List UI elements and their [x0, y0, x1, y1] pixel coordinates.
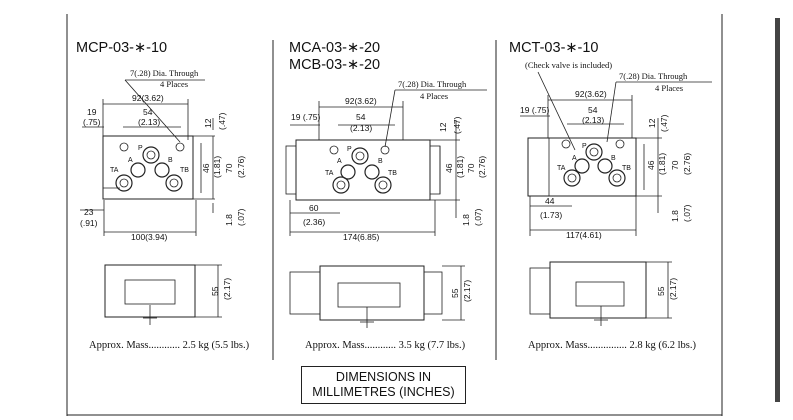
mct-note: (Check valve is included)	[525, 60, 612, 70]
mcp-dim-19-in: (.75)	[83, 117, 101, 127]
mct-hole-places: 4 Places	[655, 83, 683, 93]
mca-port-p: P	[347, 146, 352, 153]
mcp-hole-label: 7(.28) Dia. Through	[130, 68, 199, 78]
mca-port-a: A	[337, 158, 342, 165]
mcp-port-b: B	[168, 157, 173, 164]
mcp-mass: Approx. Mass............ 2.5 kg (5.5 lbs…	[89, 340, 250, 351]
mcp-dim-46: 46	[201, 163, 211, 173]
mca-port-ta: TA	[325, 170, 334, 177]
mcp-dim-54: 54	[143, 107, 153, 117]
mct-dim-44: 44	[545, 196, 555, 206]
panel-mct	[520, 71, 712, 326]
mca-dim-12-in: (.47)	[452, 116, 462, 134]
mca-mass: Approx. Mass............ 3.5 kg (7.7 lbs…	[305, 340, 466, 351]
mca-dim-54: 54	[356, 112, 366, 122]
units-box: DIMENSIONS IN MILLIMETRES (INCHES)	[301, 366, 466, 404]
mcp-dim-55: 55	[210, 286, 220, 296]
mca-dim-70-in: (2.76)	[477, 156, 487, 178]
units-line-1: DIMENSIONS IN	[335, 370, 432, 384]
mcp-dim-12: 12	[203, 118, 213, 128]
mcp-dim-70-in: (2.76)	[236, 156, 246, 178]
mct-dim-55-in: (2.17)	[668, 278, 678, 300]
mcp-dim-54-in: (2.13)	[138, 117, 160, 127]
mca-dim-18: 1.8	[461, 214, 471, 226]
mct-mass: Approx. Mass............... 2.8 kg (6.2 …	[528, 340, 696, 351]
mca-dim-18-in: (.07)	[473, 208, 483, 226]
mct-dim-54-in: (2.13)	[582, 115, 604, 125]
mcp-dim-70: 70	[224, 163, 234, 173]
mca-dim-55: 55	[450, 288, 460, 298]
mct-port-p: P	[582, 143, 587, 150]
mct-dim-12-in: (.47)	[659, 114, 669, 132]
mct-port-a: A	[572, 155, 577, 162]
mca-dim-46: 46	[444, 163, 454, 173]
mca-dim-92: 92(3.62)	[345, 96, 377, 106]
panel-mct-title: MCT-03-∗-10	[509, 40, 599, 56]
mct-port-b: B	[611, 155, 616, 162]
mcp-dim-46-in: (1.81)	[212, 156, 222, 178]
mct-port-tb: TB	[622, 165, 631, 172]
mca-hole-places: 4 Places	[420, 91, 448, 101]
side-strip	[775, 18, 780, 402]
mca-dim-70: 70	[466, 163, 476, 173]
panel-mca	[285, 89, 487, 328]
mct-port-ta: TA	[557, 165, 566, 172]
mcp-dim-23-in: (.91)	[80, 218, 98, 228]
panel-mca-text: 7(.28) Dia. Through 4 Places 92(3.62) 54…	[291, 79, 487, 302]
mcp-dim-12-in: (.47)	[217, 112, 227, 130]
mct-dim-18: 1.8	[670, 210, 680, 222]
mca-dim-overall: 174(6.85)	[343, 232, 380, 242]
mca-dim-54-in: (2.13)	[350, 123, 372, 133]
mcp-dim-19: 19	[87, 107, 97, 117]
panel-mcb-title: MCB-03-∗-20	[289, 57, 381, 73]
mcp-port-tb: TB	[180, 167, 189, 174]
mct-dim-54: 54	[588, 105, 598, 115]
mcp-port-a: A	[128, 157, 133, 164]
mca-port-tb: TB	[388, 170, 397, 177]
mcp-dim-23: 23	[84, 207, 94, 217]
mca-dim-55-in: (2.17)	[462, 280, 472, 302]
mca-dim-46-in: (1.81)	[455, 156, 465, 178]
mct-dim-70: 70	[670, 160, 680, 170]
mca-hole-label: 7(.28) Dia. Through	[398, 79, 467, 89]
mct-dim-12: 12	[647, 118, 657, 128]
mct-hole-label: 7(.28) Dia. Through	[619, 71, 688, 81]
mcp-dim-55-in: (2.17)	[222, 278, 232, 300]
mca-dim-12: 12	[438, 122, 448, 132]
panel-mcp-title: MCP-03-∗-10	[76, 40, 168, 56]
panel-mca-title: MCA-03-∗-20	[289, 40, 381, 56]
mct-dim-overall: 117(4.61)	[566, 230, 602, 240]
mcp-dim-overall: 100(3.94)	[131, 232, 168, 242]
mca-port-b: B	[378, 158, 383, 165]
mcp-dim-18: 1.8	[224, 214, 234, 226]
mct-dim-92: 92(3.62)	[575, 89, 607, 99]
mct-dim-18-in: (.07)	[682, 204, 692, 222]
mcp-dim-18-in: (.07)	[236, 208, 246, 226]
mca-dim-19: 19 (.75)	[291, 112, 320, 122]
mca-dim-60: 60	[309, 203, 319, 213]
mcp-port-p: P	[138, 145, 143, 152]
mct-dim-44-in: (1.73)	[540, 210, 562, 220]
mcp-hole-places: 4 Places	[160, 79, 188, 89]
panel-mcp	[80, 79, 222, 325]
mcp-dim-92: 92(3.62)	[132, 93, 164, 103]
mct-dim-46-in: (1.81)	[657, 153, 667, 175]
mcp-port-ta: TA	[110, 167, 119, 174]
units-line-2: MILLIMETRES (INCHES)	[312, 385, 455, 399]
mct-dim-70-in: (2.76)	[682, 153, 692, 175]
mct-dim-19: 19 (.75)	[520, 105, 549, 115]
panel-mcp-text: 7(.28) Dia. Through 4 Places 92(3.62) 54…	[80, 68, 246, 300]
panel-mct-text: (Check valve is included) 7(.28) Dia. Th…	[520, 60, 692, 300]
mca-dim-60-in: (2.36)	[303, 217, 325, 227]
mct-dim-46: 46	[646, 160, 656, 170]
mct-dim-55: 55	[656, 286, 666, 296]
